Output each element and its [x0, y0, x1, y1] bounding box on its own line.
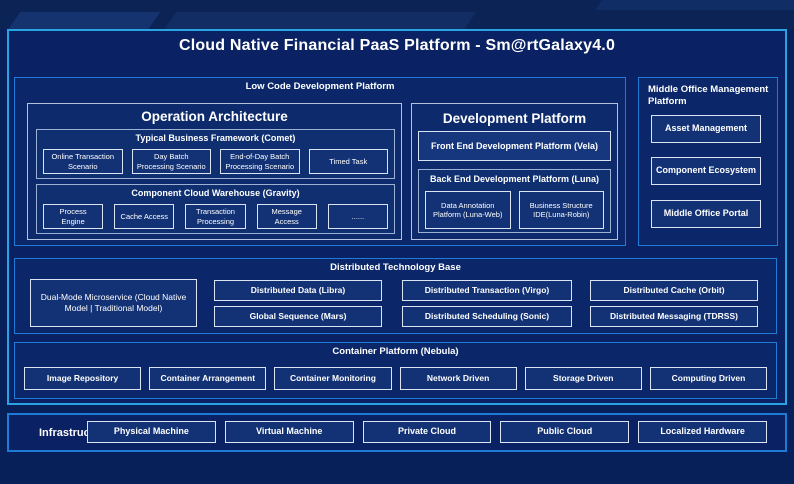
distributed-base-section: Distributed Technology Base Dual-Mode Mi…	[14, 258, 777, 334]
back-end-platform-title: Back End Development Platform (Luna)	[429, 174, 600, 184]
diagonal-accent-shape	[163, 12, 477, 29]
middle-office-section: Middle Office Management Platform Asset …	[638, 77, 778, 246]
distributed-item: Distributed Transaction (Virgo)	[402, 280, 572, 301]
infrastructure-items-row: Physical Machine Virtual Machine Private…	[87, 421, 767, 443]
comet-items-row: Online Transaction Scenario Day Batch Pr…	[43, 149, 388, 174]
container-item: Computing Driven	[649, 367, 768, 390]
gravity-item: Process Engine	[43, 204, 104, 229]
comet-framework-panel: Typical Business Framework (Comet) Onlin…	[36, 129, 395, 179]
comet-item: Timed Task	[308, 149, 388, 174]
container-platform-section: Container Platform (Nebula) Image Reposi…	[14, 342, 777, 399]
diagonal-accent-shape	[7, 12, 161, 29]
decorative-header-strip	[0, 0, 794, 29]
page-title: Cloud Native Financial PaaS Platform - S…	[178, 37, 616, 54]
back-end-item: Data Annotation Platform (Luna-Web)	[425, 191, 511, 229]
container-item: Container Arrangement	[149, 367, 267, 390]
infrastructure-item: Private Cloud	[362, 421, 492, 443]
diagonal-accent-shape	[595, 0, 794, 10]
comet-item: Online Transaction Scenario	[43, 149, 123, 174]
infrastructure-item: Physical Machine	[87, 421, 216, 443]
front-end-platform-box: Front End Development Platform (Vela)	[418, 131, 611, 161]
comet-item: Day Batch Processing Scenario	[131, 149, 211, 174]
distributed-item: Distributed Cache (Orbit)	[590, 280, 758, 301]
low-code-platform-label: Low Code Development Platform	[245, 81, 395, 92]
container-item: Container Monitoring	[274, 367, 392, 390]
gravity-items-row: Process Engine Cache Access Transaction …	[43, 204, 389, 229]
development-platform-title: Development Platform	[442, 111, 587, 126]
back-end-items-row: Data Annotation Platform (Luna-Web) Busi…	[425, 191, 604, 229]
development-platform-panel: Development Platform Front End Developme…	[411, 103, 618, 240]
gravity-item-ellipsis: ......	[327, 204, 389, 229]
distributed-item: Distributed Scheduling (Sonic)	[402, 306, 572, 327]
infrastructure-section: Infrastructure Physical Machine Virtual …	[7, 413, 787, 452]
gravity-item: Cache Access	[114, 204, 175, 229]
distributed-base-label: Distributed Technology Base	[330, 262, 461, 273]
container-item: Network Driven	[399, 367, 517, 390]
gravity-warehouse-panel: Component Cloud Warehouse (Gravity) Proc…	[36, 184, 395, 234]
gravity-item: Message Access	[256, 204, 317, 229]
middle-office-item: Middle Office Portal	[651, 200, 761, 228]
distributed-item: Distributed Data (Libra)	[214, 280, 382, 301]
low-code-platform-section: Low Code Development Platform Operation …	[14, 77, 626, 246]
container-platform-label: Container Platform (Nebula)	[332, 346, 459, 357]
infrastructure-item: Public Cloud	[500, 421, 630, 443]
operation-architecture-panel: Operation Architecture Typical Business …	[27, 103, 402, 240]
infrastructure-item: Virtual Machine	[224, 421, 354, 443]
distributed-item: Global Sequence (Mars)	[214, 306, 382, 327]
operation-architecture-title: Operation Architecture	[141, 109, 288, 124]
back-end-item: Business Structure IDE(Luna-Robin)	[518, 191, 604, 229]
distributed-item: Distributed Messaging (TDRSS)	[590, 306, 758, 327]
middle-office-item: Asset Management	[651, 115, 761, 143]
comet-item: End-of-Day Batch Processing Scenario	[220, 149, 300, 174]
container-items-row: Image Repository Container Arrangement C…	[24, 367, 768, 390]
back-end-platform-panel: Back End Development Platform (Luna) Dat…	[418, 169, 611, 233]
gravity-item: Transaction Processing	[185, 204, 246, 229]
infrastructure-item: Localized Hardware	[638, 421, 767, 443]
dual-mode-microservice-box: Dual-Mode Microservice (Cloud Native Mod…	[30, 279, 197, 327]
comet-framework-title: Typical Business Framework (Comet)	[135, 133, 296, 143]
main-frame: Cloud Native Financial PaaS Platform - S…	[7, 29, 787, 405]
gravity-warehouse-title: Component Cloud Warehouse (Gravity)	[131, 188, 300, 198]
container-item: Storage Driven	[524, 367, 642, 390]
middle-office-item: Component Ecosystem	[651, 157, 761, 185]
middle-office-label: Middle Office Management Platform	[648, 84, 769, 107]
container-item: Image Repository	[24, 367, 142, 390]
